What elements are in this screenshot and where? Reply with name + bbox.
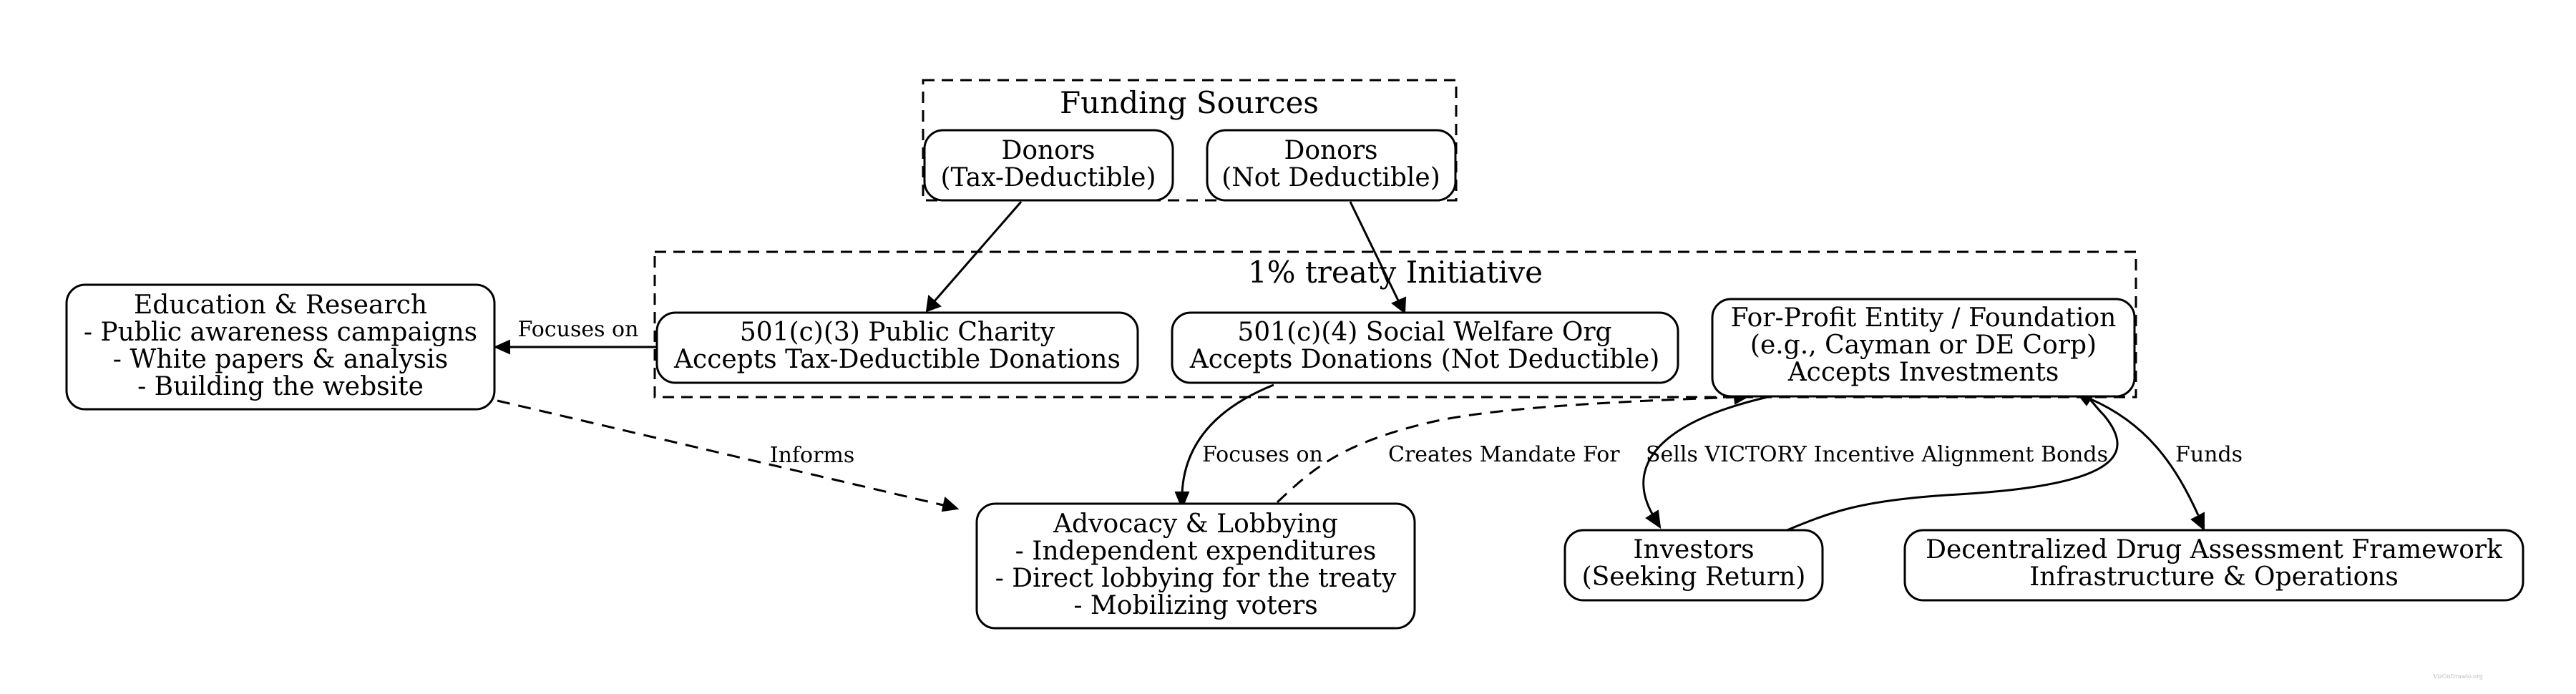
edge-label-education-advocacy: Informs [770, 443, 855, 468]
edge-donors-tax-to-charity [932, 201, 1023, 303]
edge-label-advocacy-forprofit: Creates Mandate For [1388, 442, 1620, 467]
arrowhead [493, 339, 510, 355]
node-social-welfare-org: 501(c)(4) Social Welfare Org Accepts Don… [1171, 311, 1679, 384]
node-line: - Mobilizing voters [1073, 591, 1317, 620]
edge-social-to-advocacy [1181, 383, 1274, 494]
edge-label-charity-education: Focuses on [518, 317, 639, 342]
node-line: Decentralized Drug Assessment Framework [1926, 535, 2503, 565]
node-drug-assessment-framework: Decentralized Drug Assessment Framework … [1903, 529, 2524, 602]
cluster-initiative-title: 1% treaty Initiative [1248, 255, 1543, 290]
node-line: (e.g., Cayman or DE Corp) [1750, 331, 2097, 360]
node-advocacy-lobbying: Advocacy & Lobbying - Independent expend… [975, 502, 1416, 630]
edge-advocacy-to-forprofit [1276, 396, 1736, 504]
node-line: - White papers & analysis [113, 345, 448, 374]
node-line: - Independent expenditures [1015, 537, 1377, 566]
node-line: Donors [1284, 136, 1377, 165]
edge-education-to-advocacy [497, 399, 944, 507]
node-line: Accepts Investments [1787, 358, 2059, 387]
arrowhead [925, 295, 942, 313]
node-line: - Direct lobbying for the treaty [995, 564, 1397, 593]
node-public-charity: 501(c)(3) Public Charity Accepts Tax-Ded… [655, 311, 1139, 384]
node-line: Accepts Tax-Deductible Donations [673, 345, 1121, 374]
node-for-profit-entity: For-Profit Entity / Foundation (e.g., Ca… [1711, 298, 2136, 398]
node-donors-not-deductible: Donors (Not Deductible) [1206, 129, 1457, 202]
arrowhead [1174, 492, 1190, 510]
node-line: 501(c)(3) Public Charity [740, 318, 1055, 347]
node-line: For-Profit Entity / Foundation [1731, 303, 2117, 333]
arrowhead [1645, 509, 1662, 529]
node-line: Education & Research [134, 290, 427, 320]
node-line: Advocacy & Lobbying [1053, 509, 1338, 539]
edge-forprofit-to-investors [1642, 396, 1768, 516]
node-line: - Public awareness campaigns [84, 318, 477, 347]
node-line: (Seeking Return) [1582, 562, 1806, 592]
node-education-research: Education & Research - Public awareness … [65, 283, 496, 411]
arrowhead [941, 497, 960, 512]
node-investors: Investors (Seeking Return) [1563, 529, 1824, 602]
edge-forprofit-to-dda [2085, 396, 2200, 516]
node-line: (Not Deductible) [1221, 163, 1440, 192]
cluster-funding-sources: Funding Sources [922, 79, 1458, 202]
watermark-text: VizOnDrawio.org [2432, 673, 2483, 680]
node-line: 501(c)(4) Social Welfare Org [1237, 318, 1611, 347]
cluster-funding-title: Funding Sources [1060, 85, 1319, 120]
edge-investors-to-forprofit [1785, 398, 2119, 532]
node-line: Infrastructure & Operations [2029, 562, 2399, 592]
edge-label-forprofit-investors: Sells VICTORY Incentive Alignment Bonds [1646, 442, 2108, 467]
node-line: Accepts Donations (Not Deductible) [1189, 345, 1660, 374]
cluster-initiative: 1% treaty Initiative [653, 250, 2137, 399]
node-donors-tax-deductible: Donors (Tax-Deductible) [923, 129, 1174, 202]
edges: Focuses on Informs Focuses on Creates Ma… [493, 201, 2243, 532]
node-line: - Building the website [137, 372, 424, 401]
node-line: Donors [1001, 136, 1095, 165]
node-line: Investors [1633, 535, 1754, 565]
edge-label-social-advocacy: Focuses on [1202, 442, 1323, 467]
arrowhead [2190, 512, 2205, 532]
arrowhead [1391, 296, 1407, 314]
edge-label-forprofit-dda: Funds [2175, 442, 2243, 467]
edge-donors-nontax-to-social [1349, 201, 1400, 303]
node-line: (Tax-Deductible) [940, 163, 1156, 192]
